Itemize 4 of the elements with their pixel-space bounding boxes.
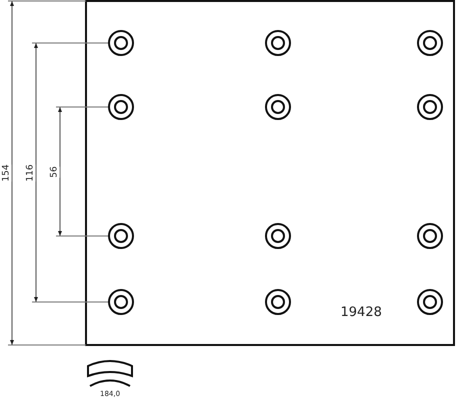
dimension-label: 116 [25,164,36,182]
part-number: 19428 [340,306,382,320]
dimension-label: 154 [1,164,12,182]
dimension-label: 56 [49,166,60,178]
